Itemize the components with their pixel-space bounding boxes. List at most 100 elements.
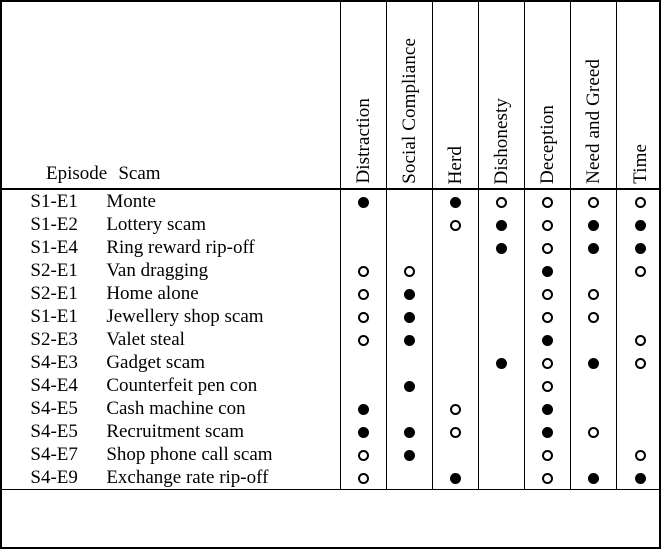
cell-marker: [431, 420, 479, 443]
cell-marker: [385, 466, 433, 490]
cell-scam: Valet steal: [106, 329, 185, 350]
marker-filled: [403, 312, 415, 324]
cell-marker: [339, 189, 387, 213]
cell-marker: [477, 259, 525, 282]
cell-marker: [524, 443, 571, 466]
cell-marker: [570, 259, 617, 282]
cell-marker: [477, 328, 525, 351]
cell-marker: [385, 236, 433, 259]
cell-marker: [431, 282, 479, 305]
cell-marker: [431, 305, 479, 328]
marker-hollow: [542, 450, 554, 462]
marker-filled: [403, 427, 415, 439]
cell-marker: [339, 443, 387, 466]
table-row: S4-E5 Recruitment scam: [2, 420, 661, 443]
cell-marker: [524, 189, 571, 213]
cell-marker: [570, 466, 617, 490]
cell-scam: Home alone: [106, 283, 199, 304]
marker-hollow: [542, 289, 554, 301]
cell-episode: S4-E3: [30, 352, 78, 373]
cell-marker: [431, 466, 479, 490]
marker-hollow: [542, 197, 554, 209]
cell-marker: [477, 443, 525, 466]
marker-hollow: [634, 266, 646, 278]
marker-filled: [403, 335, 415, 347]
cell-episode: S1-E4: [30, 237, 78, 258]
cell-marker: [477, 213, 525, 236]
cell-marker: [616, 305, 661, 328]
marker-hollow: [542, 381, 554, 393]
cell-marker: [524, 420, 571, 443]
column-header-episode-label: Episode: [46, 163, 108, 184]
cell-episode: S2-E3: [30, 329, 78, 350]
marker-hollow: [357, 450, 369, 462]
cell-marker: [385, 282, 433, 305]
marker-hollow: [449, 220, 461, 232]
cell-marker: [570, 305, 617, 328]
cell-episode: S4-E5: [30, 398, 78, 419]
marker-filled: [588, 220, 600, 232]
cell-marker: [570, 328, 617, 351]
cell-marker: [570, 443, 617, 466]
cell-scam: Monte: [106, 191, 156, 212]
marker-filled: [495, 243, 507, 255]
cell-episode: S1-E1: [30, 306, 78, 327]
marker-filled: [634, 473, 646, 485]
cell-marker: [616, 466, 661, 490]
cell-marker: [570, 374, 617, 397]
cell-marker: [477, 374, 525, 397]
marker-hollow: [634, 358, 646, 370]
cell-marker: [385, 213, 433, 236]
marker-hollow: [634, 335, 646, 347]
cell-marker: [339, 351, 387, 374]
cell-scam: Van dragging: [106, 260, 209, 281]
column-header-episode: Episode: [2, 0, 108, 189]
marker-filled: [449, 473, 461, 485]
marker-hollow: [634, 197, 646, 209]
cell-episode: S4-E4: [30, 375, 78, 396]
marker-hollow: [449, 404, 461, 416]
cell-episode: S4-E7: [30, 444, 78, 465]
column-header-herd: Herd: [431, 0, 479, 189]
cell-scam: Counterfeit pen con: [106, 375, 258, 396]
cell-marker: [385, 189, 433, 213]
cell-marker: [616, 351, 661, 374]
cell-marker: [616, 328, 661, 351]
column-header-time: Time: [616, 0, 661, 189]
column-header-distraction: Distraction: [339, 0, 387, 189]
marker-hollow: [588, 289, 600, 301]
marker-filled: [542, 335, 554, 347]
cell-marker: [431, 328, 479, 351]
cell-marker: [385, 259, 433, 282]
cell-episode: S4-E9: [30, 467, 78, 488]
cell-marker: [339, 397, 387, 420]
cell-marker: [524, 282, 571, 305]
cell-marker: [477, 466, 525, 490]
column-header-dishonesty: Dishonesty: [477, 0, 525, 189]
cell-marker: [339, 420, 387, 443]
cell-marker: [524, 305, 571, 328]
marker-hollow: [357, 266, 369, 278]
data-table: Episode Scam Distraction Social Complian…: [2, 0, 661, 490]
marker-hollow: [357, 289, 369, 301]
cell-marker: [339, 466, 387, 490]
column-header-time-label: Time: [629, 144, 651, 184]
cell-marker: [431, 374, 479, 397]
cell-marker: [385, 443, 433, 466]
marker-filled: [542, 427, 554, 439]
cell-marker: [570, 236, 617, 259]
cell-episode: S4-E5: [30, 421, 78, 442]
cell-marker: [570, 213, 617, 236]
cell-marker: [431, 213, 479, 236]
marker-hollow: [357, 312, 369, 324]
marker-hollow: [542, 358, 554, 370]
column-header-deception: Deception: [524, 0, 571, 189]
cell-marker: [570, 420, 617, 443]
cell-scam: Recruitment scam: [106, 421, 245, 442]
marker-filled: [634, 243, 646, 255]
